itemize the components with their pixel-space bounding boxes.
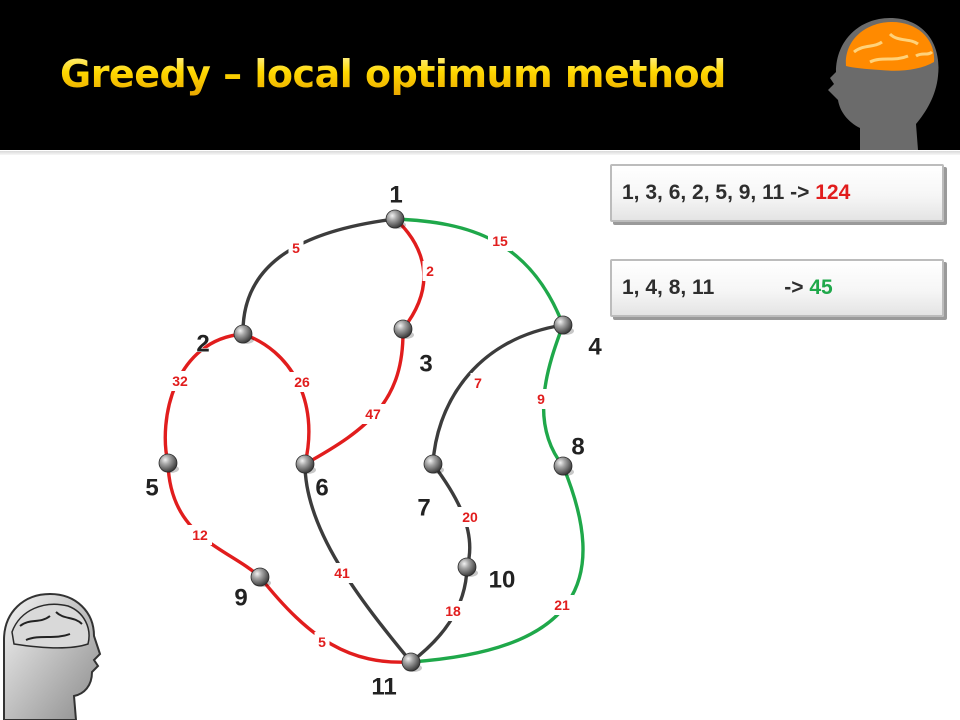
edge-weight-4-8: 9	[533, 389, 549, 409]
node-label-7: 7	[417, 494, 430, 521]
edge-weight-2-5: 32	[168, 371, 192, 391]
svg-text:12: 12	[192, 527, 208, 543]
edge-8-11	[409, 464, 585, 664]
node-2	[233, 324, 253, 344]
svg-text:41: 41	[334, 565, 350, 581]
slide-title: Greedy – local optimum method	[60, 52, 726, 96]
svg-text:18: 18	[445, 603, 461, 619]
node-7	[423, 454, 443, 474]
node-8	[553, 456, 573, 476]
node-label-9: 9	[234, 584, 247, 611]
svg-text:26: 26	[294, 374, 310, 390]
svg-text:7: 7	[474, 375, 482, 391]
svg-text:21: 21	[554, 597, 570, 613]
svg-text:9: 9	[537, 391, 545, 407]
edge-1-4	[393, 217, 565, 327]
edge-1-3	[393, 217, 426, 331]
head-sketch-icon	[3, 592, 102, 720]
edge-1-2	[241, 217, 397, 336]
edge-2-6	[241, 332, 311, 466]
node-4	[553, 315, 573, 335]
node-label-11: 11	[371, 673, 396, 700]
svg-text:20: 20	[462, 509, 478, 525]
node-5	[158, 453, 178, 473]
svg-text:15: 15	[492, 233, 508, 249]
svg-text:2: 2	[426, 263, 434, 279]
node-label-5: 5	[145, 474, 158, 501]
edge-9-11	[258, 575, 413, 664]
node-label-1: 1	[389, 181, 402, 208]
result-box-green-path: 1, 4, 8, 11 -> 45	[610, 259, 944, 317]
result-total-value: 45	[809, 276, 833, 299]
title-bar	[0, 0, 960, 150]
result-box-red-path: 1, 3, 6, 2, 5, 9, 11 -> 124	[610, 164, 944, 222]
node-label-10: 10	[489, 566, 516, 593]
edge-3-6	[303, 327, 405, 466]
brain-head-icon	[828, 18, 939, 150]
node-label-4: 4	[588, 333, 602, 360]
edge-weight-1-4: 15	[488, 231, 512, 251]
node-label-8: 8	[571, 433, 584, 460]
node-1	[385, 209, 405, 229]
edge-weight-1-3: 2	[422, 261, 438, 281]
svg-text:5: 5	[292, 240, 300, 256]
edge-10-11	[409, 565, 469, 664]
edge-weight-7-10: 20	[458, 507, 482, 527]
node-10	[457, 557, 477, 577]
node-label-3: 3	[419, 350, 432, 377]
result-path-text: 1, 4, 8, 11 ->	[622, 276, 810, 299]
edge-5-9	[166, 461, 262, 579]
result-path-text: 1, 3, 6, 2, 5, 9, 11 ->	[622, 181, 816, 204]
result-total-value: 124	[815, 181, 851, 204]
svg-text:5: 5	[318, 634, 326, 650]
edge-weight-1-2: 5	[288, 238, 304, 258]
node-6	[295, 454, 315, 474]
node-label-6: 6	[315, 474, 328, 501]
edge-weight-2-6: 26	[290, 372, 314, 392]
svg-text:32: 32	[172, 373, 188, 389]
edge-weight-9-11: 5	[314, 632, 330, 652]
edge-weight-5-9: 12	[188, 525, 212, 545]
edge-4-7	[431, 323, 565, 466]
node-3	[393, 319, 413, 339]
svg-text:47: 47	[365, 406, 381, 422]
title-divider	[0, 151, 960, 155]
edge-weight-10-11: 18	[441, 601, 465, 621]
node-11	[401, 652, 421, 672]
edge-weight-3-6: 47	[361, 404, 385, 424]
edge-weight-8-11: 21	[550, 595, 574, 615]
node-label-2: 2	[196, 330, 209, 357]
edge-weight-4-7: 7	[470, 373, 486, 393]
node-9	[250, 567, 270, 587]
edge-weight-6-11: 41	[330, 563, 354, 583]
